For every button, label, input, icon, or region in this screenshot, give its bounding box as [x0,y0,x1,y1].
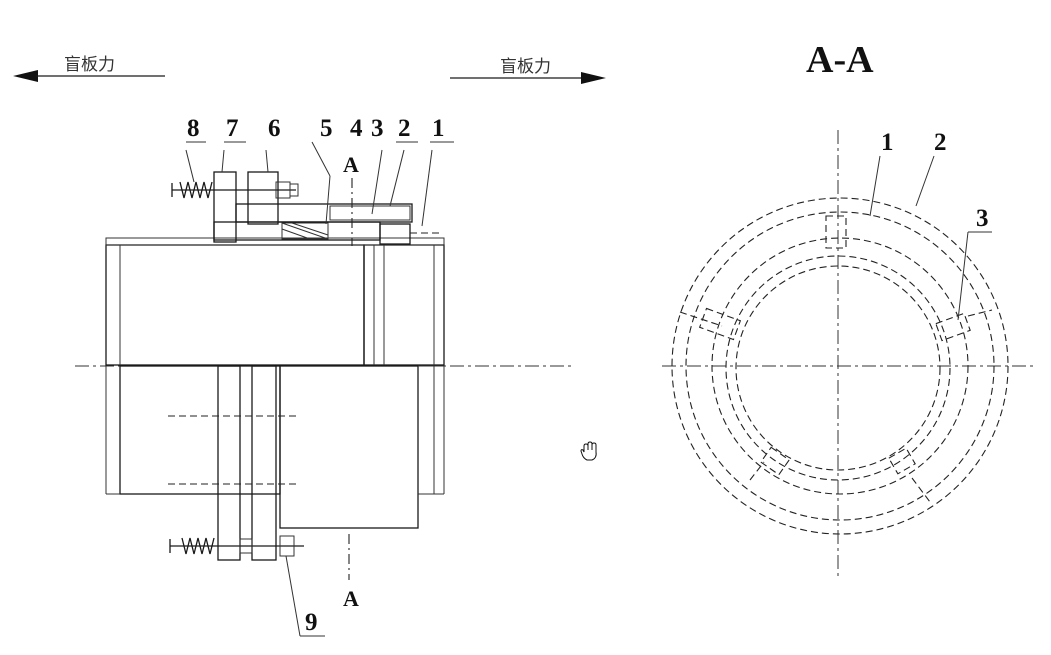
key-top [825,215,847,249]
gland-plate [235,203,413,223]
key-left [698,307,742,341]
part-number-5: 5 [320,115,333,142]
inner-ring-inner [735,265,941,471]
middle-ring [711,237,969,495]
top-spring [179,181,213,199]
hand-cursor-icon [580,441,597,461]
left-pipe-lower [119,365,281,495]
part-number-6: 6 [268,115,281,142]
part-number-1: 1 [432,115,445,142]
right-pipe-upper [363,244,445,366]
right-pipe-lower [279,365,419,529]
left-arrow-head [13,70,38,82]
packing-seal [281,222,329,240]
inner-ring-outer [725,255,951,481]
section-part-number-1: 1 [881,129,894,156]
part-number-7: 7 [226,115,239,142]
side-view: A A 8 7 6 5 4 3 2 1 9 [75,115,575,637]
right-direction-label: 盲板力 [500,57,551,77]
side-view-part-labels: 8 7 6 5 4 3 2 1 9 [187,115,445,636]
part-number-3: 3 [371,115,384,142]
key-bottom-right [888,447,916,475]
bottom-spring [181,537,215,555]
section-part-number-3: 3 [976,205,989,232]
key-right [935,312,971,342]
outer-ring-outer [671,197,1009,535]
section-mark-bottom: A [343,586,359,611]
section-mark-top: A [343,152,359,177]
flange-ear-right [247,171,279,225]
side-view-leaders [185,141,454,637]
section-title: A-A [806,39,874,81]
part-number-9: 9 [305,609,318,636]
lower-flange-plate-left [217,365,241,561]
outer-ring-inner [685,211,995,521]
top-bolt-assembly [171,181,299,199]
right-arrow-head [581,72,606,84]
part-number-2: 2 [398,115,411,142]
key-bottom-left [760,446,790,476]
section-part-number-2: 2 [934,129,947,156]
left-direction-indicator: 盲板力 [13,55,165,82]
left-pipe-upper [105,244,365,366]
part-number-8: 8 [187,115,200,142]
section-view: 1 2 3 [662,129,1035,580]
right-direction-indicator: 盲板力 [450,57,606,84]
bottom-bolt-assembly [169,535,304,557]
lower-flange-plate-right [251,365,277,561]
right-flange-ring [379,223,411,245]
part-number-4: 4 [350,115,363,142]
flange-ear-left [213,171,237,243]
top-strip [105,237,445,246]
left-direction-label: 盲板力 [64,55,115,75]
